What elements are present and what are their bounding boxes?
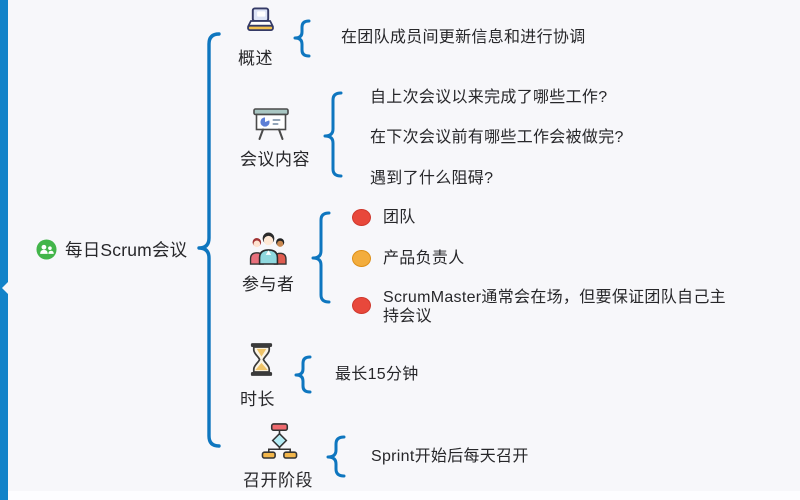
overview-brace [293, 19, 311, 58]
topic-duration-1[interactable]: 最长15分钟 [335, 366, 419, 383]
priority-marker-orange[interactable] [352, 250, 371, 267]
topic-participants-3[interactable]: ScrumMaster通常会在场，但要保证团队自己主持会议 [383, 289, 726, 325]
priority-marker-red[interactable] [352, 209, 371, 226]
root-brace [197, 32, 221, 448]
topic-phase-1[interactable]: Sprint开始后每天召开 [371, 448, 529, 465]
panel-edge-stripe[interactable] [0, 0, 8, 500]
branch-overview[interactable]: 概述 [238, 49, 273, 68]
hourglass-icon [250, 343, 273, 376]
topic-content-1[interactable]: 自上次会议以来完成了哪些工作? [370, 89, 608, 106]
branch-participants[interactable]: 参与者 [242, 275, 295, 294]
branch-duration[interactable]: 时长 [240, 390, 275, 409]
panel-collapse-arrow-icon[interactable] [2, 282, 8, 294]
bottom-strip [8, 491, 800, 500]
topic-content-3[interactable]: 遇到了什么阻碍? [370, 170, 494, 187]
branch-content[interactable]: 会议内容 [240, 150, 310, 169]
participants-brace [311, 211, 331, 304]
root-topic[interactable]: 每日Scrum会议 [65, 240, 188, 260]
laptop-icon [247, 7, 274, 31]
flowchart-icon [261, 423, 298, 459]
topic-content-2[interactable]: 在下次会议前有哪些工作会被做完? [370, 129, 624, 146]
root-node[interactable]: 每日Scrum会议 [36, 237, 187, 262]
topic-overview-1[interactable]: 在团队成员间更新信息和进行协调 [341, 29, 586, 46]
topic-participants-1[interactable]: 团队 [383, 209, 416, 226]
team-badge-icon [36, 239, 57, 260]
branch-phase[interactable]: 召开阶段 [243, 471, 313, 490]
topic-participants-2[interactable]: 产品负责人 [383, 250, 465, 267]
priority-marker-red[interactable] [352, 297, 371, 314]
content-brace [323, 91, 343, 178]
people-group-icon [249, 232, 287, 265]
duration-brace [294, 355, 312, 394]
phase-brace [326, 435, 346, 478]
presentation-board-icon [253, 108, 289, 140]
